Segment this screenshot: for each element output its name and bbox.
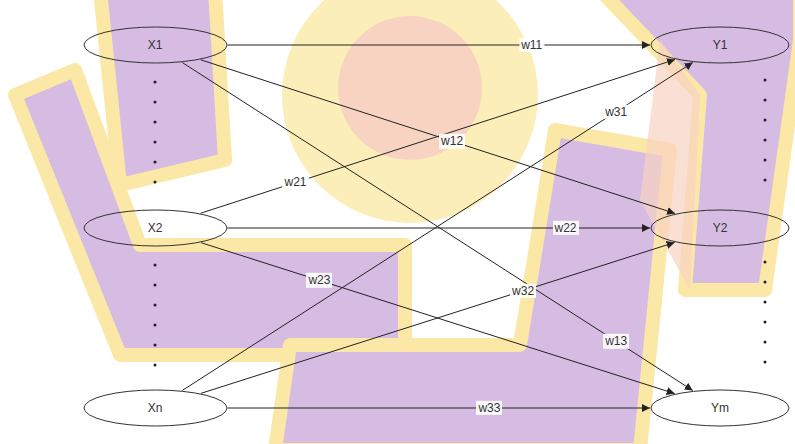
node-text-wrap: Ym xyxy=(711,401,729,415)
node-text-wrap: Xn xyxy=(148,401,163,415)
purple-band xyxy=(15,70,405,355)
node-text-wrap: Y2 xyxy=(713,221,728,235)
dot xyxy=(154,141,157,144)
node-ellipse xyxy=(84,210,227,246)
node-ellipse xyxy=(651,210,789,246)
weight-label: w12 xyxy=(439,134,465,148)
weight-label: w11 xyxy=(519,38,544,52)
neuron-node: Xn xyxy=(83,389,228,427)
weight-label: w33 xyxy=(476,401,502,415)
dot xyxy=(154,81,157,84)
dot xyxy=(764,159,767,162)
node-label: Ym xyxy=(711,401,729,415)
dot xyxy=(764,361,767,364)
node-ellipse xyxy=(651,390,789,426)
weight-label: w32 xyxy=(510,284,536,298)
node-label: X1 xyxy=(148,38,163,52)
dot xyxy=(154,284,157,287)
weight-connector xyxy=(228,228,651,229)
neuron-node: X2 xyxy=(83,209,228,247)
node-ellipse xyxy=(84,390,227,426)
weight-label: w22 xyxy=(552,221,578,235)
weight-connector xyxy=(182,63,692,391)
dot xyxy=(154,364,157,367)
dot xyxy=(764,179,767,182)
dot xyxy=(764,321,767,324)
dot xyxy=(764,99,767,102)
dot xyxy=(154,121,157,124)
weight-label: w31 xyxy=(603,104,629,118)
neuron-node: Y1 xyxy=(650,26,790,64)
node-ellipse xyxy=(651,27,789,63)
dot xyxy=(764,139,767,142)
neuron-node: Y2 xyxy=(650,209,790,247)
node-label: Y1 xyxy=(713,38,728,52)
node-label: X2 xyxy=(148,221,163,235)
dot xyxy=(764,281,767,284)
weight-label: w23 xyxy=(306,273,332,287)
weight-connector xyxy=(201,242,675,393)
dot xyxy=(154,101,157,104)
dot xyxy=(764,119,767,122)
weight-connector xyxy=(201,60,675,214)
dot xyxy=(764,261,767,264)
purple-band xyxy=(275,130,670,444)
dot xyxy=(154,344,157,347)
node-text-wrap: X1 xyxy=(148,38,163,52)
dot xyxy=(764,301,767,304)
weight-connector xyxy=(228,408,651,409)
node-label: Xn xyxy=(148,401,163,415)
weight-connector xyxy=(201,60,675,214)
node-text-wrap: Y1 xyxy=(713,38,728,52)
node-label: Y2 xyxy=(713,221,728,235)
neuron-node: Ym xyxy=(650,389,790,427)
dot xyxy=(154,181,157,184)
dot xyxy=(154,324,157,327)
dot xyxy=(764,341,767,344)
neuron-node: X1 xyxy=(83,26,228,64)
decoration-group xyxy=(15,0,795,444)
purple-band xyxy=(100,0,225,185)
dot xyxy=(154,161,157,164)
node-ellipse xyxy=(84,27,227,63)
weight-label: w13 xyxy=(603,334,629,348)
node-text-wrap: X2 xyxy=(148,221,163,235)
dot xyxy=(764,79,767,82)
pink-circle xyxy=(338,16,482,160)
yellow-circle xyxy=(282,0,538,223)
dot xyxy=(154,304,157,307)
dot xyxy=(154,264,157,267)
weight-connector xyxy=(182,63,692,391)
weight-connector xyxy=(228,45,651,46)
weight-connector xyxy=(201,243,675,394)
purple-band xyxy=(600,0,795,290)
weight-label: w21 xyxy=(282,175,308,189)
ellipsis-dots xyxy=(154,79,767,367)
